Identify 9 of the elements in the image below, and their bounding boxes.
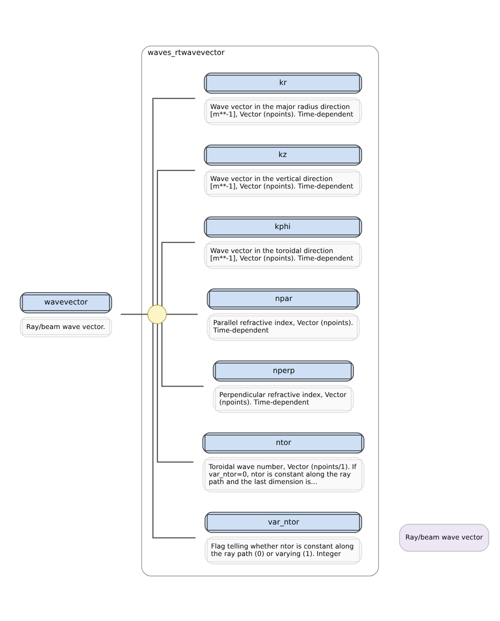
connector: [152, 322, 196, 538]
connector: [161, 241, 195, 306]
connector: [156, 169, 196, 304]
connector: [152, 97, 196, 306]
node-circle: [147, 304, 167, 324]
connector: [166, 313, 198, 314]
connector: [156, 323, 194, 462]
connector: [161, 322, 204, 386]
connector: [120, 313, 148, 314]
